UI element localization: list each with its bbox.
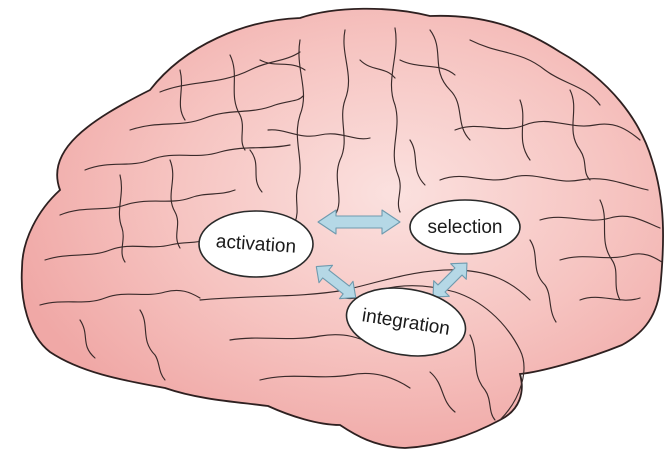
selection-label: selection xyxy=(428,217,503,238)
node-activation: activation xyxy=(199,211,313,277)
node-selection: selection xyxy=(410,200,520,254)
